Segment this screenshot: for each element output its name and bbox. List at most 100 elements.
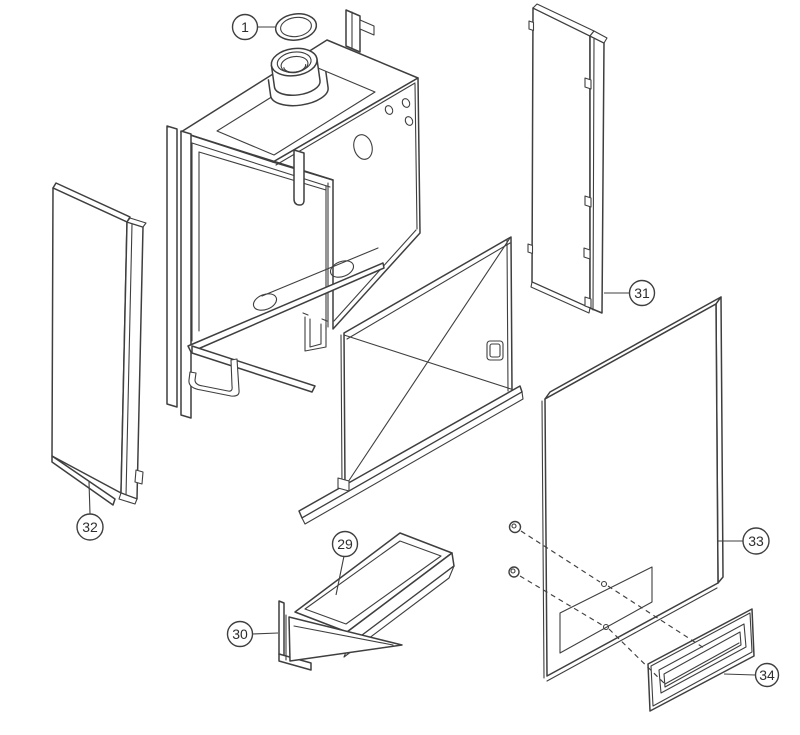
leader-line [335,555,345,596]
x-panel-left-fold [340,334,343,487]
front-panel-bottom-line [546,587,718,682]
right-panel-bottom-band [530,281,591,314]
flue-collar [267,47,329,107]
grille-inner-shadow [664,642,740,685]
knockout-hole [384,105,394,115]
front-panel-left-line [541,400,545,679]
screw-head [508,566,520,578]
callout-number: 29 [337,536,353,552]
panel-tab [584,195,592,208]
front-bottom-band [191,345,316,393]
right-panel-flange [589,35,605,314]
bottom-edge-line [333,229,417,322]
part-grille-frame [647,608,755,712]
part-left-side-panel [51,182,147,506]
callout-34: 34 [723,662,780,688]
panel-clip-inner [489,343,501,358]
x-panel-corner-tab [337,477,350,492]
floor-left-rail [187,262,385,353]
floor-hole [252,293,278,311]
callout-1: 1 [231,13,275,41]
callout-number: 30 [232,626,248,642]
callout-number: 34 [759,667,775,683]
leader-line [723,673,756,676]
screw-head-center [510,568,516,574]
u-bracket [304,316,327,352]
leader-line [88,481,91,515]
screw-landing-hole [600,580,608,588]
left-panel-fold-line [125,223,133,497]
callout-circle [628,279,656,307]
collar-throat [283,64,307,73]
interior-top-edge [198,151,327,191]
panel-tab [527,243,534,255]
channel-inner [304,540,442,625]
assembly-dashed-line [519,575,603,626]
panel-clip [486,340,504,361]
grille-bevel [658,623,747,694]
gasket-inner-ring [280,16,312,38]
callout-number: 31 [634,285,650,301]
left-panel-bottom-band [51,455,116,506]
x-panel-top-fold [346,242,511,340]
u-bracket-tab [302,312,328,322]
u-bracket-inner [309,318,322,348]
x-panel-rail-lip [301,391,524,525]
end-bracket-strip [278,600,285,657]
right-panel-face [531,7,591,309]
j-hook-bracket [188,358,240,397]
interior-tube [293,149,305,206]
part-shelf-end-bracket [278,600,403,671]
grille-opening [663,631,742,688]
callout-30: 30 [226,620,279,648]
left-mounting-flange [166,125,178,408]
front-panel-face [544,303,719,677]
part-flue-collar-gasket [274,13,318,41]
fasteners-screws [508,520,705,687]
callout-29: 29 [331,530,359,596]
screw-head-center [511,523,517,529]
panel-tab [528,20,535,32]
panel-tab [584,77,592,90]
callout-circle [754,662,780,688]
panel-tab [584,296,592,309]
left-panel-face [51,187,128,494]
callout-31: 31 [604,279,656,307]
callout-circle [226,620,254,648]
assembly-dashed-line [608,628,668,687]
part-shelf-channel [294,532,455,658]
chassis-back-tab-step [359,19,375,36]
floor-hole [329,260,355,278]
screw-landing-hole [602,623,610,631]
left-panel-notch [134,469,144,485]
leader-line [251,632,279,635]
x-brace-diagonals [343,237,512,486]
left-panel-fold-cap [126,217,147,228]
chassis-back-tab [345,9,361,53]
part-main-chassis [166,9,421,419]
callout-labels: 1 29 30 31 32 33 34 [76,13,780,688]
part-front-panel [541,296,724,682]
callout-circle [76,513,104,541]
knockout-hole [404,116,414,126]
callout-circle [231,13,259,41]
part-inner-panel-x-brace [298,236,524,525]
louver-opening [559,566,653,654]
end-bracket-gusset-fold [293,625,394,646]
assembly-dashed-line [607,585,705,649]
opening-top-edge [191,142,331,188]
assembly-dashed-line [520,530,601,583]
part-right-side-panel [527,3,608,314]
screw-head [508,520,522,534]
callout-circle [331,530,359,558]
front-top-edge [180,131,334,181]
floor-back-edge [261,247,379,297]
right-panel-flange-line [592,38,595,311]
right-panel-flange-cap [589,30,608,44]
callout-number: 32 [82,519,98,535]
callout-number: 33 [748,533,764,549]
right-edge-line [414,83,418,230]
panel-tab [583,247,591,260]
